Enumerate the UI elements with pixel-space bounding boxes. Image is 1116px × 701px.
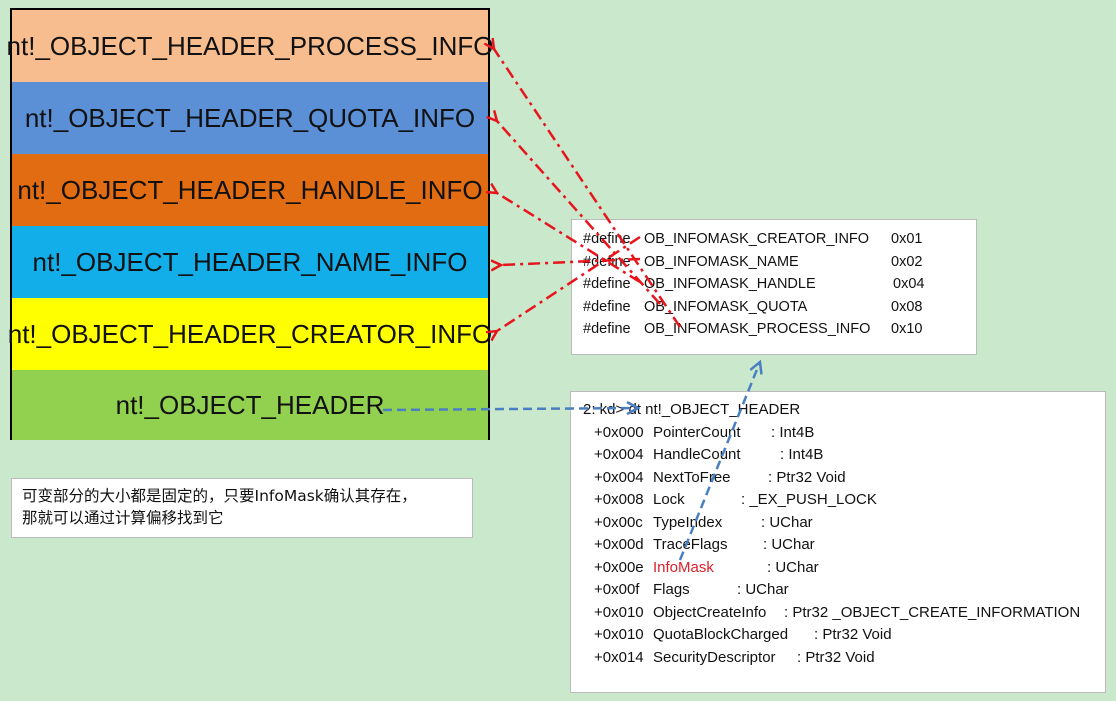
kd-field-row: +0x010 QuotaBlockCharged : Ptr32 Void xyxy=(571,624,1105,647)
define-row: #define OB_INFOMASK_HANDLE 0x04 xyxy=(572,273,976,296)
field-offset: +0x008 xyxy=(594,491,644,508)
block-label: nt!_OBJECT_HEADER_QUOTA_INFO xyxy=(24,102,476,133)
field-type: : Int4B xyxy=(771,423,815,441)
define-value: 0x01 xyxy=(891,231,923,247)
field-name-highlight: InfoMask xyxy=(653,558,714,576)
define-row: #define OB_INFOMASK_QUOTA 0x08 xyxy=(572,296,976,319)
field-offset: +0x000 xyxy=(594,423,644,441)
field-offset: +0x00c xyxy=(594,513,643,531)
define-value: 0x08 xyxy=(891,298,923,315)
note-line: 可变部分的大小都是固定的，只要InfoMask确认其存在， xyxy=(22,487,417,505)
kd-field-row: +0x000 PointerCount : Int4B xyxy=(571,422,1105,445)
infomask-defines-box: #define OB_INFOMASK_CREATOR_INFO 0x01 #def… xyxy=(571,219,977,355)
arrow-name-info xyxy=(501,257,641,265)
field-name: Lock xyxy=(653,491,685,508)
field-name: HandleCount xyxy=(653,446,741,463)
kd-field-list: +0x000 PointerCount : Int4B +0x004 HandleCou… xyxy=(571,422,1105,670)
field-type: : UChar xyxy=(763,536,815,553)
block-quota-info: nt!_OBJECT_HEADER_QUOTA_INFO xyxy=(12,82,488,154)
define-row: #define OB_INFOMASK_PROCESS_INFO 0x10 xyxy=(572,318,976,341)
define-name: OB_INFOMASK_NAME xyxy=(644,253,799,270)
field-name: TypeIndex xyxy=(653,513,723,531)
block-process-info: nt!_OBJECT_HEADER_PROCESS_INFO xyxy=(7,10,493,82)
define-name: OB_INFOMASK_PROCESS_INFO xyxy=(644,321,871,337)
field-offset: +0x004 xyxy=(594,446,644,463)
field-offset: +0x010 xyxy=(594,626,644,643)
block-label: nt!_OBJECT_HEADER_PROCESS_INFO xyxy=(6,30,494,61)
note-line: 那就可以通过计算偏移找到它 xyxy=(22,509,224,527)
block-label: nt!_OBJECT_HEADER_CREATOR_INFO xyxy=(7,318,493,349)
field-name: PointerCount xyxy=(653,423,741,441)
block-handle-info: nt!_OBJECT_HEADER_HANDLE_INFO xyxy=(12,154,488,226)
field-type: : Ptr32 _OBJECT_CREATE_INFORMATION xyxy=(784,603,1081,621)
block-label: nt!_OBJECT_HEADER xyxy=(115,389,385,420)
object-header-stack: nt!_OBJECT_HEADER_PROCESS_INFO nt!_OBJEC… xyxy=(7,8,493,440)
kd-field-row: +0x004 HandleCount : Int4B xyxy=(571,444,1105,467)
field-type: : UChar xyxy=(761,513,813,531)
define-name: OB_INFOMASK_QUOTA xyxy=(644,298,808,315)
block-creator-info: nt!_OBJECT_HEADER_CREATOR_INFO xyxy=(8,298,492,370)
field-offset: +0x004 xyxy=(594,468,644,486)
field-type: : Int4B xyxy=(780,446,824,463)
field-type: : Ptr32 Void xyxy=(797,648,875,666)
field-offset: +0x014 xyxy=(594,648,644,666)
arrow-handle-info xyxy=(497,193,641,284)
field-name: ObjectCreateInfo xyxy=(653,603,767,621)
block-label: nt!_OBJECT_HEADER_HANDLE_INFO xyxy=(17,174,483,205)
kd-field-row: +0x00e InfoMask : UChar xyxy=(571,557,1105,580)
field-type: : UChar xyxy=(767,558,819,576)
field-name: QuotaBlockCharged xyxy=(653,626,789,643)
note-box: 可变部分的大小都是固定的，只要InfoMask确认其存在， 那就可以通过计算偏移… xyxy=(11,478,473,538)
block-name-info: nt!_OBJECT_HEADER_NAME_INFO xyxy=(12,226,488,298)
arrow-infomask-to-defines xyxy=(678,362,760,561)
define-keyword: #define xyxy=(583,298,631,315)
define-name: OB_INFOMASK_CREATOR_INFO xyxy=(644,231,870,247)
kd-field-row: +0x014 SecurityDescriptor : Ptr32 Void xyxy=(571,647,1105,670)
kd-field-row: +0x00f Flags : UChar xyxy=(571,579,1105,602)
arrow-creator-info xyxy=(497,235,641,331)
define-value: 0x04 xyxy=(893,276,925,292)
define-value: 0x02 xyxy=(891,253,923,270)
define-name: OB_INFOMASK_HANDLE xyxy=(644,276,816,292)
block-label: nt!_OBJECT_HEADER_NAME_INFO xyxy=(32,246,468,277)
kd-field-row: +0x010 ObjectCreateInfo : Ptr32 _OBJECT_CR… xyxy=(571,602,1105,625)
field-type: : Ptr32 Void xyxy=(814,626,892,643)
kd-field-row: +0x008 Lock : _EX_PUSH_LOCK xyxy=(571,489,1105,512)
field-name: Flags xyxy=(653,581,690,598)
define-keyword: #define xyxy=(583,276,631,292)
field-offset: +0x00f xyxy=(594,581,640,598)
field-type: : Ptr32 Void xyxy=(768,468,846,486)
field-type: : _EX_PUSH_LOCK xyxy=(741,491,877,508)
define-value: 0x10 xyxy=(891,321,923,337)
arrow-process-info xyxy=(494,49,682,328)
field-offset: +0x00d xyxy=(594,536,644,553)
field-name: TraceFlags xyxy=(653,536,728,553)
field-type: : UChar xyxy=(737,581,789,598)
kd-field-row: +0x00d TraceFlags : UChar xyxy=(571,534,1105,557)
field-offset: +0x00e xyxy=(594,558,644,576)
kd-field-row: +0x00c TypeIndex : UChar xyxy=(571,512,1105,535)
field-offset: +0x010 xyxy=(594,603,644,621)
define-keyword: #define xyxy=(583,321,631,337)
block-object-header: nt!_OBJECT_HEADER xyxy=(12,370,488,440)
arrow-quota-info xyxy=(497,121,661,305)
field-name: SecurityDescriptor xyxy=(653,648,776,666)
arrow-object-header-to-kd xyxy=(382,408,638,410)
